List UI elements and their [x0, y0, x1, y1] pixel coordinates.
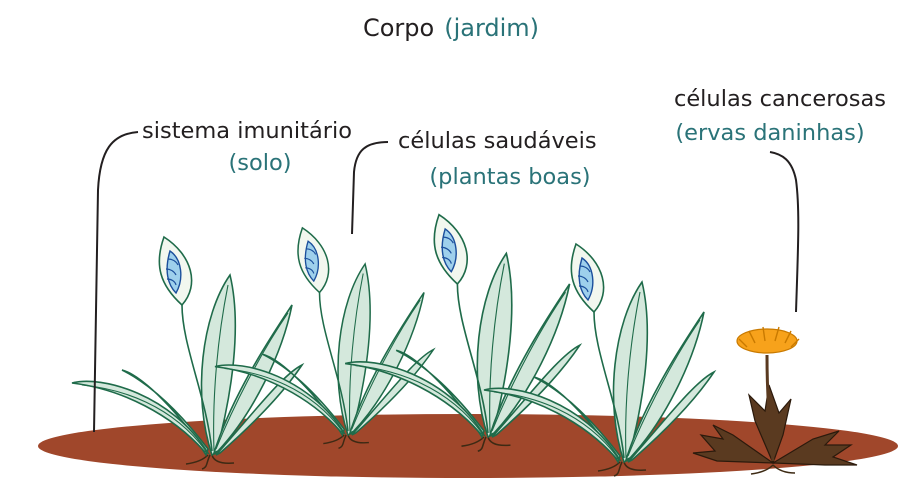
title-paren: (jardim) — [444, 14, 539, 42]
immune-sub-label: (solo) — [228, 150, 291, 176]
soil-ellipse — [38, 414, 898, 478]
cancer-leader-line — [769, 151, 800, 313]
diagram-title: Corpo (jardim) — [363, 14, 539, 42]
healthy-sub-label: (plantas boas) — [429, 164, 590, 190]
cancer-label: células cancerosas — [674, 86, 886, 112]
weed-dandelion — [692, 326, 858, 475]
title-main: Corpo — [363, 14, 434, 42]
healthy-leader-line — [351, 141, 389, 235]
immune-leader-line — [93, 131, 139, 433]
healthy-label: células saudáveis — [398, 128, 597, 154]
immune-label: sistema imunitário — [142, 118, 352, 144]
cancer-sub-label: (ervas daninhas) — [675, 120, 864, 146]
